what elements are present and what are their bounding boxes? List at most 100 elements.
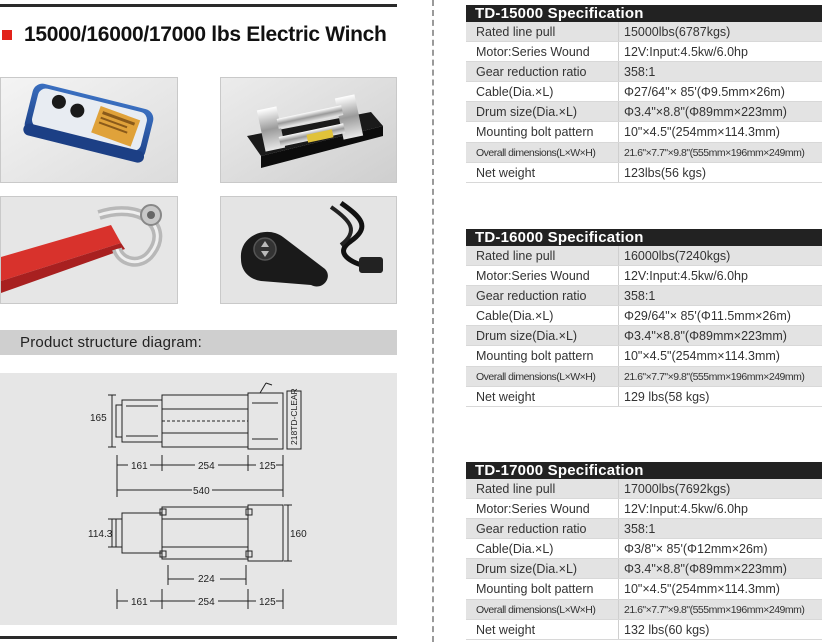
spec-value: 16000lbs(7240kgs) [624, 249, 731, 263]
spec-table-td17000: TD-17000 Specification Rated line pull 17… [466, 462, 822, 640]
spec-key: Rated line pull [466, 22, 619, 42]
spec-row: Gear reduction ratio 358:1 [466, 286, 822, 307]
dim-top-2: 254 [198, 461, 215, 472]
bottom-rule [0, 636, 397, 639]
spec-row: Overall dimensions(L×W×H) 21.6"×7.7"×9.8"… [466, 142, 822, 163]
spec-row: Gear reduction ratio 358:1 [466, 62, 822, 83]
spec-value: 12V:Input:4.5kw/6.0hp [624, 269, 748, 284]
spec-key: Cable(Dia.×L) [466, 306, 619, 326]
page-title: 15000/16000/17000 lbs Electric Winch [24, 23, 387, 46]
spec-value: 132 lbs(60 kgs) [624, 622, 710, 637]
spec-value: 123lbs(56 kgs) [624, 165, 706, 180]
dim-bottom-right-height: 160 [290, 529, 307, 540]
spec-value: 358:1 [624, 289, 656, 304]
spec-row: Mounting bolt pattern 10"×4.5"(254mm×114.… [466, 346, 822, 367]
spec-value: 358:1 [624, 522, 656, 537]
spec-key: Motor:Series Wound [466, 266, 619, 286]
spec-row: Overall dimensions(L×W×H) 21.6"×7.7"×9.8"… [466, 599, 822, 620]
structure-diagram: 165 161 254 125 540 218TD-CLEAR 114.3 16… [0, 373, 397, 625]
dim-bottom-2: 254 [198, 597, 215, 608]
section-title: Product structure diagram: [20, 334, 202, 351]
column-divider [432, 0, 434, 642]
remote-control-photo [0, 77, 178, 183]
spec-row: Motor:Series Wound 12V:Input:4.5kw/6.0hp [466, 42, 822, 63]
spec-key: Overall dimensions(L×W×H) [466, 142, 619, 162]
spec-row: Gear reduction ratio 358:1 [466, 519, 822, 540]
spec-key: Drum size(Dia.×L) [466, 102, 619, 122]
dim-bottom-1: 161 [131, 597, 148, 608]
spec-key: Motor:Series Wound [466, 42, 619, 62]
spec-key: Gear reduction ratio [466, 62, 619, 82]
dim-top-3: 125 [259, 461, 276, 472]
roller-fairlead-photo [220, 77, 397, 183]
spec-value: 21.6"×7.7"×9.8"(555mm×196mm×249mm) [624, 370, 805, 383]
spec-value: 358:1 [624, 65, 656, 80]
spec-value: 15000lbs(6787kgs) [624, 25, 731, 39]
spec-key: Net weight [466, 386, 619, 406]
spec-key: Motor:Series Wound [466, 499, 619, 519]
spec-key: Mounting bolt pattern [466, 346, 619, 366]
spec-title: TD-16000 Specification [466, 229, 822, 246]
spec-row: Motor:Series Wound 12V:Input:4.5kw/6.0hp [466, 266, 822, 287]
dim-top-1: 161 [131, 461, 148, 472]
spec-value: 12V:Input:4.5kw/6.0hp [624, 502, 748, 517]
spec-value: 10"×4.5"(254mm×114.3mm) [624, 349, 780, 364]
spec-value: 21.6"×7.7"×9.8"(555mm×196mm×249mm) [624, 603, 805, 616]
spec-key: Cable(Dia.×L) [466, 82, 619, 102]
spec-row: Drum size(Dia.×L) Φ3.4"×8.8"(Φ89mm×223mm) [466, 102, 822, 123]
strap-hook-photo [0, 196, 178, 304]
spec-value: Φ3/8"× 85'(Φ12mm×26m) [624, 542, 768, 557]
spec-rows: Rated line pull 17000lbs(7692kgs) Motor:S… [466, 479, 822, 640]
spec-row: Drum size(Dia.×L)Φ3.4"×8.8"(Φ89mm×223mm) [466, 559, 822, 580]
spec-value: 10"×4.5"(254mm×114.3mm) [624, 582, 780, 597]
title-bullet-icon [2, 30, 12, 40]
spec-value: 17000lbs(7692kgs) [624, 482, 731, 496]
spec-key: Net weight [466, 162, 619, 182]
spec-value: 21.6"×7.7"×9.8"(555mm×196mm×249mm) [624, 146, 805, 159]
spec-value: 12V:Input:4.5kw/6.0hp [624, 45, 748, 60]
page-header: 15000/16000/17000 lbs Electric Winch [0, 18, 400, 52]
spec-key: Cable(Dia.×L) [466, 539, 619, 559]
spec-value: Φ27/64"× 85'(Φ9.5mm×26m) [624, 85, 785, 100]
spec-key: Gear reduction ratio [466, 286, 619, 306]
spec-key: Gear reduction ratio [466, 519, 619, 539]
spec-row: Cable(Dia.×L) Φ3/8"× 85'(Φ12mm×26m) [466, 539, 822, 560]
dim-top-total: 540 [193, 486, 210, 497]
spec-rows: Rated line pull 15000lbs(6787kgs) Motor:S… [466, 22, 822, 183]
spec-value: Φ3.4"×8.8"(Φ89mm×223mm) [624, 105, 787, 120]
spec-row: Mounting bolt pattern 10"×4.5"(254mm×114.… [466, 122, 822, 143]
dim-bottom-left-height: 114.3 [88, 529, 113, 540]
spec-row: Cable(Dia.×L) Φ27/64"× 85'(Φ9.5mm×26m) [466, 82, 822, 103]
spec-value: Φ3.4"×8.8"(Φ89mm×223mm) [624, 562, 787, 577]
spec-value: Φ3.4"×8.8"(Φ89mm×223mm) [624, 329, 787, 344]
spec-key: Overall dimensions(L×W×H) [466, 599, 619, 619]
dim-bottom-inner: 224 [198, 574, 215, 585]
spec-row: Mounting bolt pattern 10"×4.5"(254mm×114.… [466, 579, 822, 600]
spec-key: Overall dimensions(L×W×H) [466, 366, 619, 386]
spec-title: TD-17000 Specification [466, 462, 822, 479]
top-rule [0, 4, 397, 7]
spec-row: Rated line pull 15000lbs(6787kgs) [466, 22, 822, 43]
spec-row: Net weight 132 lbs(60 kgs) [466, 619, 822, 640]
spec-row: Net weight 123lbs(56 kgs) [466, 162, 822, 183]
spec-value: 129 lbs(58 kgs) [624, 389, 710, 404]
spec-key: Mounting bolt pattern [466, 579, 619, 599]
spec-row: Cable(Dia.×L) Φ29/64"× 85'(Φ11.5mm×26m) [466, 306, 822, 327]
spec-key: Mounting bolt pattern [466, 122, 619, 142]
diagram-side-text: 218TD-CLEAR [289, 388, 299, 445]
dim-top-height: 165 [90, 413, 107, 424]
section-header: Product structure diagram: [0, 330, 397, 355]
spec-value: 10"×4.5"(254mm×114.3mm) [624, 125, 780, 140]
spec-row: Rated line pull 17000lbs(7692kgs) [466, 479, 822, 500]
spec-row: Motor:Series Wound 12V:Input:4.5kw/6.0hp [466, 499, 822, 520]
spec-key: Rated line pull [466, 479, 619, 499]
handheld-remote-photo [220, 196, 397, 304]
dim-bottom-3: 125 [259, 597, 276, 608]
spec-value: Φ29/64"× 85'(Φ11.5mm×26m) [624, 309, 791, 324]
spec-key: Net weight [466, 619, 619, 639]
spec-row: Drum size(Dia.×L)Φ3.4"×8.8"(Φ89mm×223mm) [466, 326, 822, 347]
